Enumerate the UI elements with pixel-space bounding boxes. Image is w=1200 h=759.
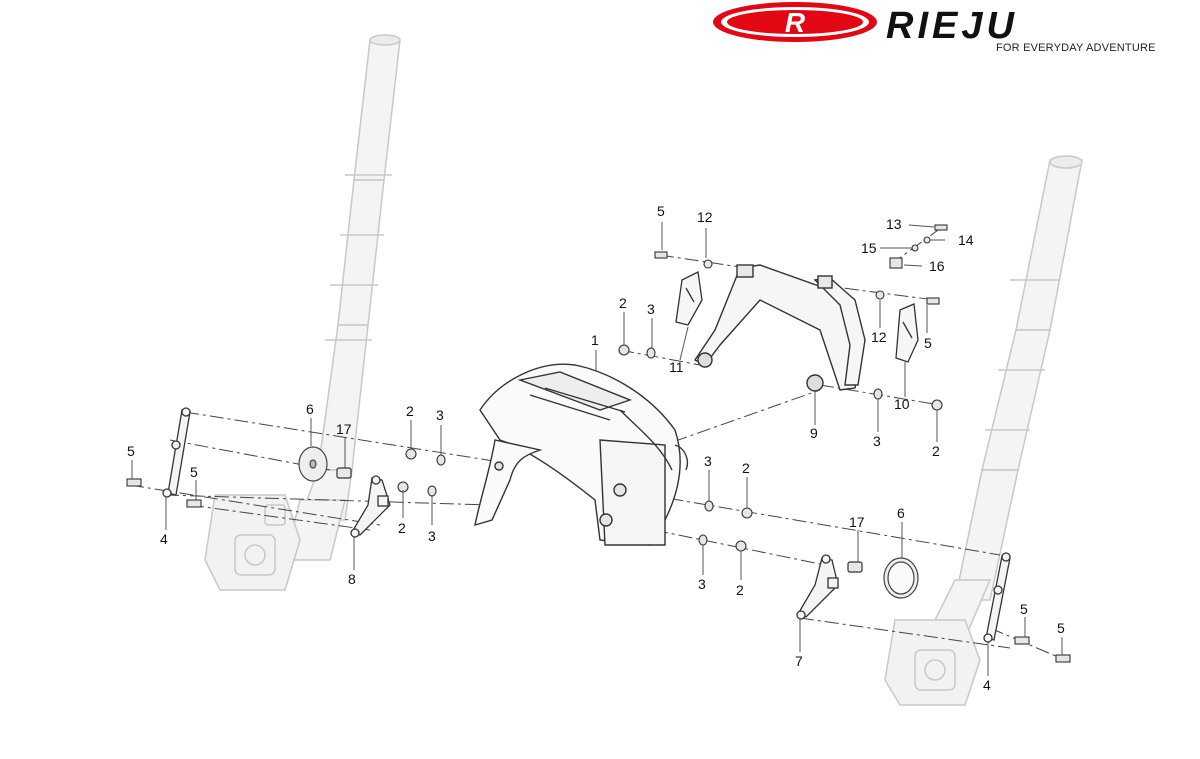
callout-17: 17 — [336, 421, 352, 437]
callout-16: 16 — [929, 258, 945, 274]
callout-10: 10 — [894, 396, 910, 412]
callout-5: 5 — [1020, 601, 1028, 617]
callout-6: 6 — [897, 505, 905, 521]
left-fork-tube — [284, 34, 401, 561]
callout-4: 4 — [983, 677, 991, 693]
right-fork-tube — [918, 155, 1083, 651]
callout-5: 5 — [190, 464, 198, 480]
callout-3: 3 — [436, 407, 444, 423]
callout-5: 5 — [127, 443, 135, 459]
callout-2: 2 — [736, 582, 744, 598]
brand-wordmark: RIEJU — [886, 5, 1018, 47]
spacer-right-part-17 — [847, 561, 863, 573]
logo-letter: R — [785, 7, 806, 38]
callout-8: 8 — [348, 571, 356, 587]
callout-7: 7 — [795, 653, 803, 669]
callout-labels: 1 2 3 17 6 5 5 4 2 3 8 2 3 11 5 12 13 14… — [127, 203, 1065, 693]
reflector-left-part-6 — [298, 446, 328, 482]
brake-hose-stay-left-part-4 — [162, 407, 191, 498]
left-fork-caliper-bracket — [204, 494, 301, 591]
callout-4: 4 — [160, 531, 168, 547]
front-mudguard-part-1 — [474, 363, 689, 546]
callout-12: 12 — [697, 209, 713, 225]
callout-3: 3 — [428, 528, 436, 544]
callout-3: 3 — [873, 433, 881, 449]
brand-tagline: FOR EVERYDAY ADVENTURE — [996, 42, 1156, 54]
callout-11: 11 — [669, 359, 684, 375]
callout-1: 1 — [591, 332, 599, 348]
callout-3: 3 — [704, 453, 712, 469]
mudguard-bracket-part-9 — [693, 264, 866, 392]
callout-17: 17 — [849, 514, 865, 530]
reflector-right-part-6 — [883, 557, 919, 599]
stay-part-7 — [796, 554, 839, 620]
spacer-left-part-17 — [336, 467, 352, 479]
callout-3: 3 — [698, 576, 706, 592]
guide-plate-part-11 — [675, 271, 703, 326]
callout-2: 2 — [742, 460, 750, 476]
brake-hose-stay-right-part-4 — [983, 552, 1011, 643]
stay-part-8 — [350, 475, 391, 538]
right-fork-caliper-bracket — [884, 619, 981, 706]
callout-14: 14 — [958, 232, 974, 248]
callout-2: 2 — [932, 443, 940, 459]
callout-12: 12 — [871, 329, 887, 345]
callout-13: 13 — [886, 216, 902, 232]
callout-5: 5 — [1057, 620, 1065, 636]
callout-2: 2 — [406, 403, 414, 419]
callout-9: 9 — [810, 425, 818, 441]
rieju-logo-mark: R — [713, 2, 877, 42]
callout-15: 15 — [861, 240, 877, 256]
guide-plate-part-10 — [895, 303, 919, 363]
callout-3: 3 — [647, 301, 655, 317]
callout-2: 2 — [398, 520, 406, 536]
callout-leaders — [131, 222, 1063, 676]
callout-5: 5 — [657, 203, 665, 219]
callout-5: 5 — [924, 335, 932, 351]
callout-2: 2 — [619, 295, 627, 311]
callout-6: 6 — [306, 401, 314, 417]
